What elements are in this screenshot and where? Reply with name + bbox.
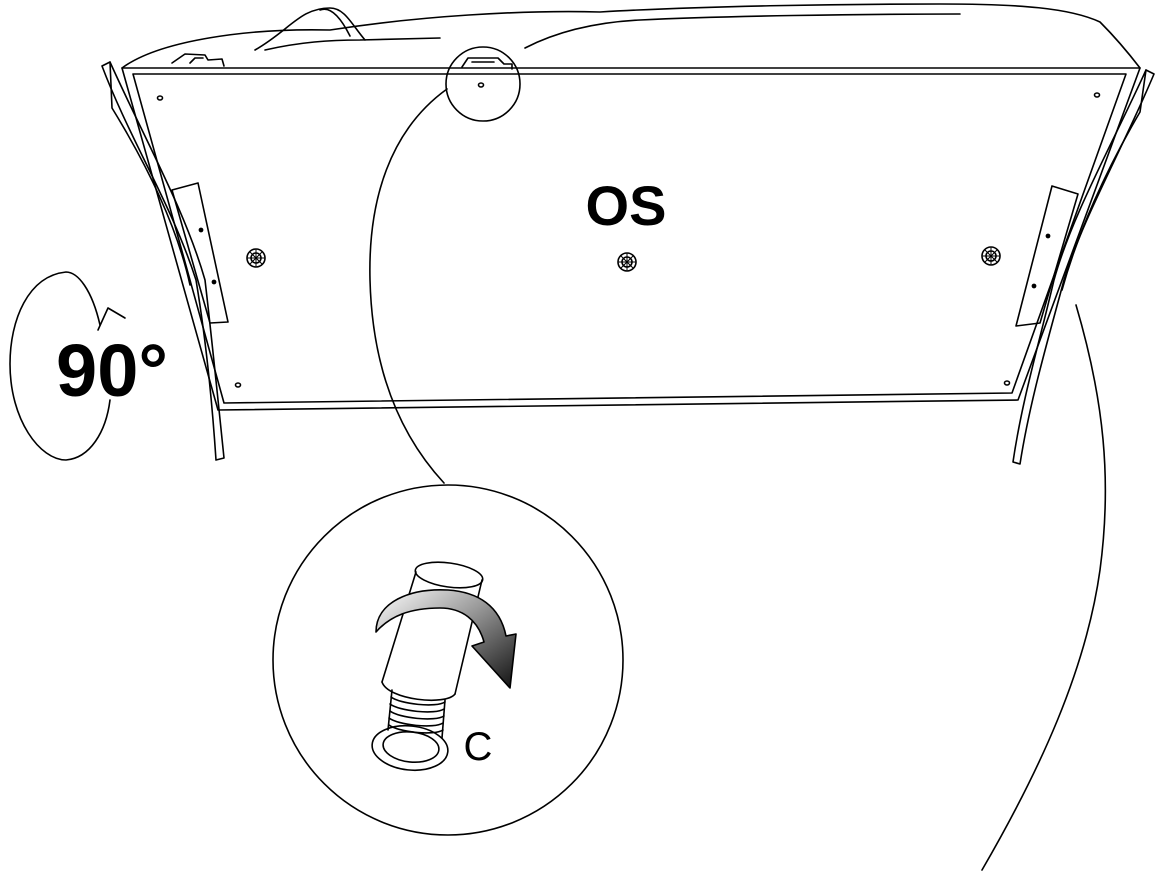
cable-strand: [264, 37, 441, 51]
cable-strand: [254, 7, 366, 51]
hole: [477, 82, 485, 88]
curved-turn-arrow-icon: [375, 589, 517, 689]
wood-screw-icon: [617, 252, 637, 272]
callout-leader-line: [369, 88, 448, 484]
detail-marker-circle: [445, 46, 521, 122]
connector-part: [461, 57, 513, 70]
screw-head: [371, 724, 449, 772]
left-side-panel: [101, 61, 229, 461]
side-panel-bracket: [171, 182, 229, 324]
hole: [1093, 92, 1101, 98]
callout-leader-line: [981, 304, 1107, 871]
magnifier-circle: [272, 484, 624, 836]
cable-strand: [524, 13, 961, 49]
wood-screw-icon: [246, 248, 266, 268]
panel-inner-edge: [132, 73, 1127, 404]
wood-screw-icon: [981, 246, 1001, 266]
side-panel-bracket: [1015, 185, 1079, 327]
detail-callout: [369, 46, 521, 484]
right-side-panel: [1012, 69, 1155, 465]
cabinet-back-cover: [121, 3, 1141, 69]
hole: [156, 95, 164, 101]
bracket-top-left: [171, 53, 225, 67]
rotation-angle-label: 90°: [56, 329, 168, 412]
panel-outer-edge: [121, 67, 1141, 411]
side-panel-outline: [1012, 69, 1155, 465]
cylinder-part: [371, 561, 484, 772]
hole: [234, 382, 242, 388]
circular-rotation-arrow-icon: [9, 271, 126, 461]
cabinet-body: [121, 3, 1141, 69]
cable-strand: [319, 8, 351, 37]
magnified-detail: [272, 484, 624, 836]
hole: [1003, 380, 1011, 386]
panel-label: OS: [586, 174, 667, 237]
part-label: C: [464, 725, 493, 769]
bottom-panel-os: [121, 57, 1141, 411]
threaded-shaft: [387, 689, 446, 739]
